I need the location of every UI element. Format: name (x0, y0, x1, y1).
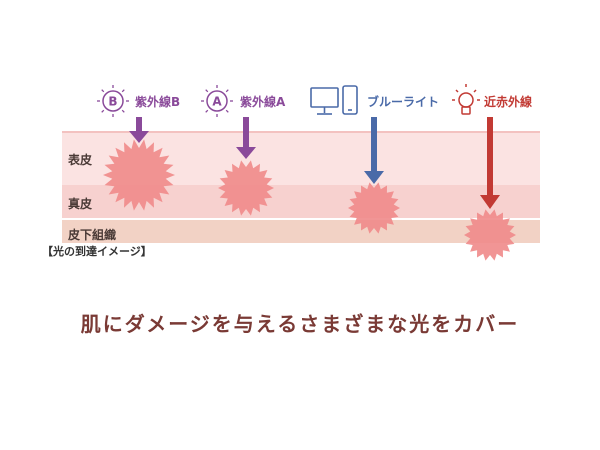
source-label-near-infrared: 近赤外線 (484, 95, 533, 109)
svg-text:A: A (212, 95, 222, 109)
layer-label-epidermis: 表皮 (68, 153, 93, 167)
uvb-arrow (129, 117, 149, 143)
near-infrared-burst (464, 209, 516, 261)
uvb-icon: B (97, 85, 129, 117)
layer-label-dermis: 真皮 (68, 197, 93, 211)
blue-light-arrow (364, 117, 384, 184)
uva-icon: A (201, 85, 233, 117)
blue-light-burst (348, 182, 400, 234)
source-label-uvb: 紫外線B (135, 95, 181, 109)
lightbulb-icon (452, 84, 480, 115)
headline: 肌にダメージを与えるさまざまな光をカバー (80, 312, 520, 336)
uvb-burst (103, 139, 175, 211)
layer-label-subcutaneous: 皮下組織 (68, 228, 117, 242)
near-infrared-arrow (480, 117, 500, 209)
caption: 【光の到達イメージ】 (42, 245, 152, 258)
monitor-phone-icon (310, 85, 358, 115)
uva-arrow (236, 117, 256, 159)
source-label-blue-light: ブルーライト (367, 95, 440, 109)
layer-subcutaneous (62, 220, 540, 243)
source-label-uva: 紫外線A (240, 95, 286, 109)
svg-text:B: B (108, 95, 117, 109)
uva-burst (218, 160, 274, 216)
